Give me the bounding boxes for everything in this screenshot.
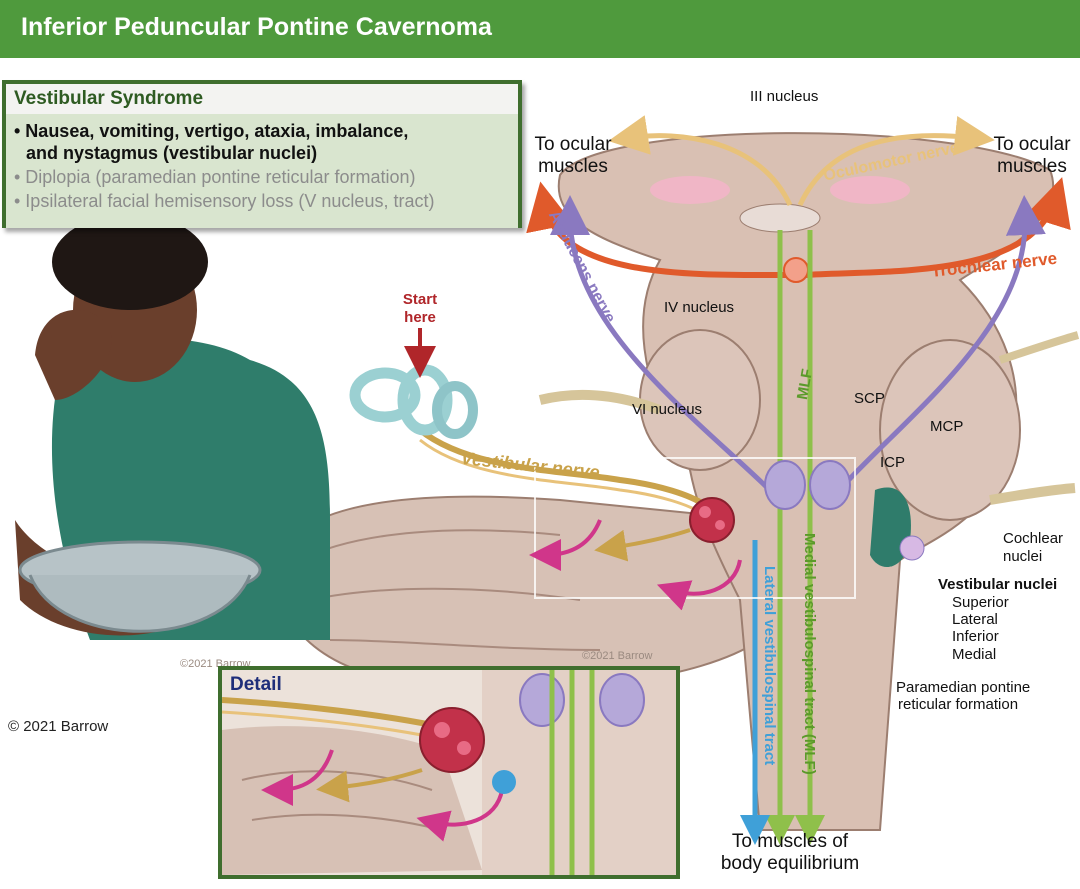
label-lateral-vestibulospinal-tract: Lateral vestibulospinal tract	[761, 566, 778, 766]
symptom-facial-sensory: • Ipsilateral facial hemisensory loss (V…	[14, 191, 435, 211]
syndrome-header: Vestibular Syndrome	[6, 84, 518, 114]
label-mcp: MCP	[930, 418, 964, 435]
label-inferior: Inferior	[952, 628, 999, 645]
syndrome-title: Vestibular Syndrome	[14, 88, 204, 109]
label-medial: Medial	[952, 646, 997, 663]
detail-illustration	[222, 670, 676, 875]
detail-inset: Detail	[218, 666, 680, 879]
label-ocular-right-1: To ocular	[993, 134, 1071, 155]
symptom-diplopia: • Diplopia (paramedian pontine reticular…	[14, 167, 416, 187]
label-muscles-2: body equilibrium	[720, 853, 860, 874]
labyrinth	[349, 364, 478, 439]
syndrome-body: • Nausea, vomiting, vertigo, ataxia, imb…	[6, 114, 518, 228]
label-iii-nucleus: III nucleus	[750, 88, 819, 105]
copyright-center: ©2021 Barrow	[582, 650, 653, 662]
label-vi-nucleus: VI nucleus	[632, 401, 703, 418]
title-bar: Inferior Peduncular Pontine Cavernoma	[0, 0, 1080, 58]
label-muscles-1: To muscles of	[731, 831, 849, 852]
symptom-vestibular-line2: and nystagmus (vestibular nuclei)	[26, 143, 318, 163]
label-icp: ICP	[880, 454, 906, 471]
label-start-here-1: Start	[402, 291, 438, 308]
label-ocular-left-1: To ocular	[534, 134, 612, 155]
label-pprf-2: reticular formation	[898, 696, 1019, 713]
patient-figure	[15, 214, 330, 640]
detail-title: Detail	[230, 674, 282, 695]
abducens-nerve-path-left	[550, 195, 782, 502]
page-title: Inferior Peduncular Pontine Cavernoma	[21, 13, 492, 41]
label-lateral: Lateral	[952, 611, 998, 628]
label-medial-vestibulospinal-tract: Medial vestibulospinal tract (MLF)	[801, 533, 818, 775]
symptom-vestibular-line1: • Nausea, vomiting, vertigo, ataxia, imb…	[14, 121, 409, 141]
syndrome-box: Vestibular Syndrome • Nausea, vomiting, …	[2, 80, 522, 228]
brainstem-illustration	[15, 115, 1080, 845]
abducens-nerve-path-right	[828, 195, 1046, 502]
oculomotor-nerve-left	[608, 115, 793, 207]
copyright-left: © 2021 Barrow	[8, 718, 109, 735]
cavernoma	[689, 497, 735, 543]
label-iv-nucleus: IV nucleus	[664, 299, 735, 316]
label-ocular-right-2: muscles	[997, 156, 1067, 177]
label-vestibular-nuclei: Vestibular nuclei	[938, 576, 1058, 593]
label-cochlear-1: Cochlear	[1003, 530, 1064, 547]
label-superior: Superior	[952, 594, 1009, 611]
mcp-shape	[879, 339, 1021, 521]
oculomotor-nerve-right	[797, 115, 995, 207]
label-scp: SCP	[854, 390, 885, 407]
label-start-here-2: here	[404, 309, 436, 326]
vestibular-nerve-path	[418, 427, 707, 508]
label-pprf-1: Paramedian pontine	[896, 679, 1031, 696]
label-ocular-left-2: muscles	[538, 156, 608, 177]
label-cochlear-2: nuclei	[1003, 548, 1043, 565]
